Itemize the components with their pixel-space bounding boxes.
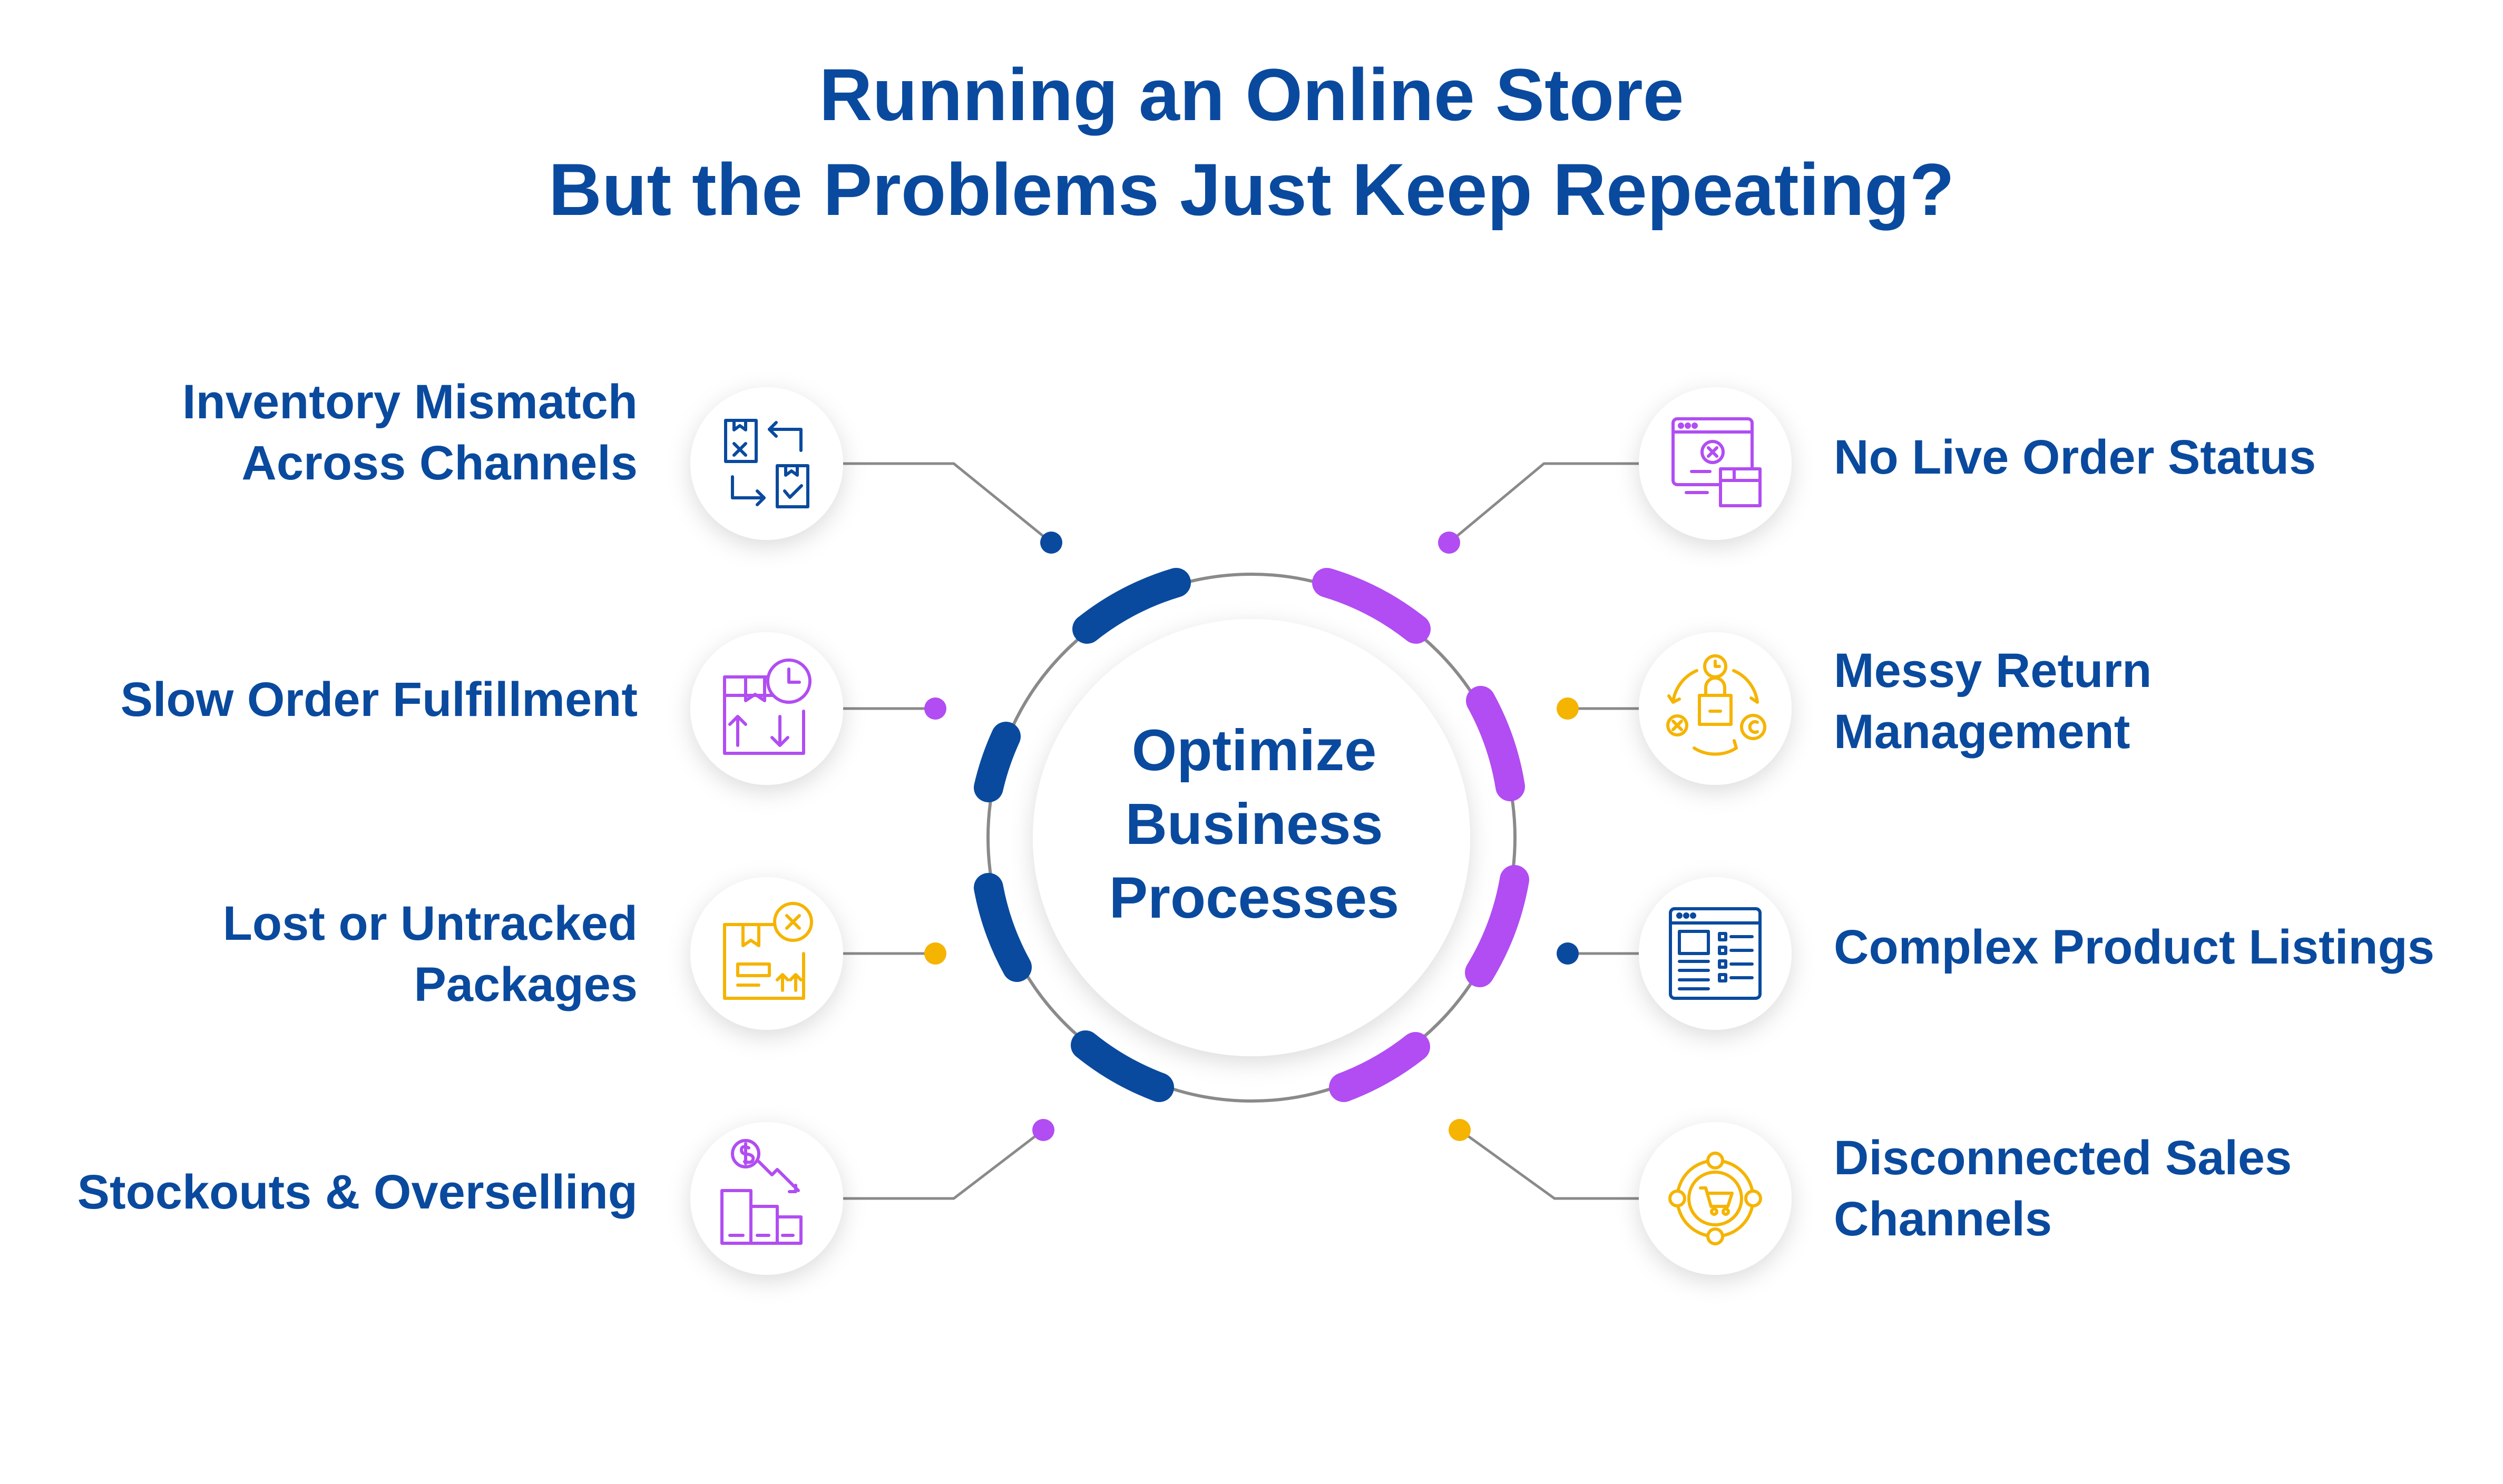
- label-line: Slow Order Fulfillment: [120, 673, 638, 726]
- label-line: Channels: [1834, 1192, 2052, 1246]
- center-line-3: Processes: [1109, 866, 1400, 930]
- icon-circle-right-2: [1639, 632, 1792, 785]
- label-line: Packages: [414, 958, 638, 1011]
- label-stockouts: Stockouts & Overselling: [32, 1162, 638, 1223]
- connector-right-1: [1448, 462, 1639, 544]
- connector-left-1: [843, 462, 1052, 544]
- icon-circle-left-3: [690, 877, 843, 1030]
- icon-circle-right-4: [1639, 1122, 1792, 1275]
- label-line: Stockouts & Overselling: [77, 1165, 638, 1219]
- label-disconnected-sales: Disconnected Sales Channels: [1834, 1127, 2492, 1250]
- segment-blue-2: [974, 722, 1021, 802]
- label-line: Complex Product Listings: [1834, 920, 2434, 974]
- title-line-2: But the Problems Just Keep Repeating?: [548, 148, 1955, 231]
- label-complex-product-listings: Complex Product Listings: [1834, 917, 2492, 978]
- segment-blue-3: [974, 873, 1032, 982]
- label-line: Messy Return: [1834, 644, 2152, 697]
- label-no-live-order-status: No Live Order Status: [1834, 427, 2492, 488]
- dot-right-4: [1449, 1119, 1471, 1141]
- label-line: Disconnected Sales: [1834, 1131, 2292, 1185]
- package-error-icon: [723, 902, 813, 1000]
- connector-right-4: [1459, 1128, 1639, 1200]
- label-inventory-mismatch: Inventory Mismatch Across Channels: [32, 371, 638, 494]
- label-line: Inventory Mismatch: [182, 375, 638, 429]
- dot-right-3: [1557, 942, 1579, 965]
- dot-left-4: [1032, 1119, 1054, 1141]
- center-circle: [1033, 619, 1470, 1056]
- connector-dots: [924, 532, 1579, 1141]
- label-messy-return: Messy Return Management: [1834, 640, 2492, 762]
- browser-error-icon: [1671, 417, 1762, 507]
- icon-circle-left-1: [690, 387, 843, 540]
- segment-blue-1: [1072, 568, 1191, 644]
- page-title: Running an Online Store But the Problems…: [0, 47, 2503, 237]
- outer-ring-line: [986, 573, 1517, 1103]
- product-list-icon: [1669, 907, 1762, 1000]
- dot-right-1: [1438, 532, 1460, 554]
- title-line-1: Running an Online Store: [819, 53, 1684, 136]
- inventory-sync-icon: [724, 419, 809, 508]
- icon-circle-left-4: [690, 1122, 843, 1275]
- label-line: No Live Order Status: [1834, 430, 2316, 484]
- label-lost-packages: Lost or Untracked Packages: [32, 893, 638, 1015]
- label-line: Lost or Untracked: [222, 897, 638, 950]
- dot-left-3: [924, 942, 946, 965]
- dot-left-2: [924, 697, 946, 720]
- box-clock-icon: [723, 659, 811, 755]
- return-cycle-icon: [1666, 654, 1766, 756]
- center-line-1: Optimize: [1131, 718, 1377, 783]
- center-line-2: Business: [1125, 792, 1383, 857]
- segment-purple-3: [1465, 865, 1529, 987]
- label-slow-order-fulfillment: Slow Order Fulfillment: [32, 669, 638, 730]
- central-ring: [974, 568, 1529, 1103]
- segment-blue-4: [1071, 1030, 1174, 1102]
- segment-purple-1: [1312, 568, 1431, 644]
- icon-circle-left-2: [690, 632, 843, 785]
- icon-circle-right-3: [1639, 877, 1792, 1030]
- dot-left-1: [1040, 532, 1062, 554]
- segment-purple-4: [1329, 1032, 1430, 1102]
- label-line: Management: [1834, 705, 2130, 759]
- connector-lines: [843, 462, 1639, 1200]
- connector-left-4: [843, 1129, 1044, 1200]
- stock-decline-icon: [720, 1139, 803, 1245]
- segment-purple-2: [1466, 686, 1525, 801]
- cart-network-icon: [1668, 1152, 1762, 1245]
- label-line: Across Channels: [241, 436, 638, 490]
- dot-right-2: [1557, 697, 1579, 720]
- ring-segments: [974, 568, 1529, 1102]
- center-label: Optimize Business Processes: [1043, 714, 1465, 935]
